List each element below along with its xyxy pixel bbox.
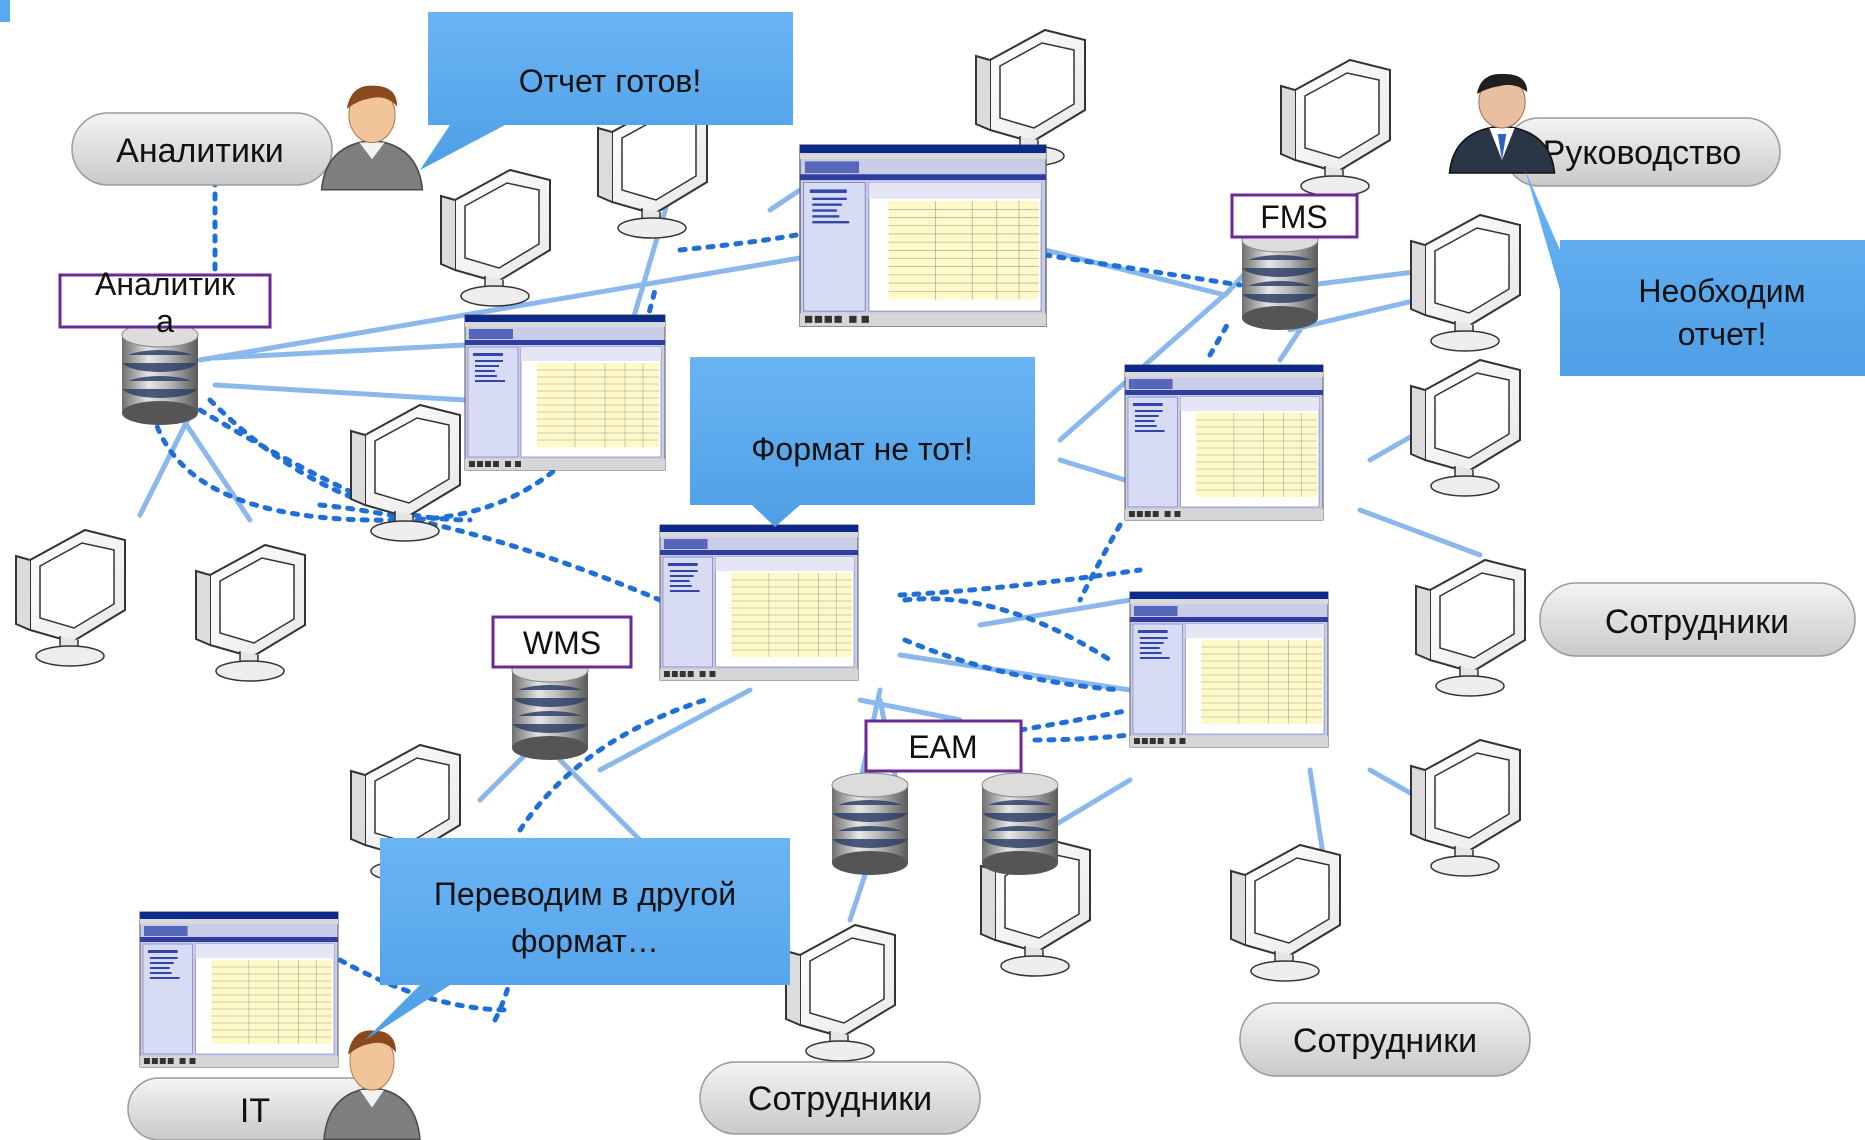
pill-analysts: Аналитики	[71, 112, 333, 186]
svg-text:WMS: WMS	[523, 625, 601, 661]
pill-employees-right: Сотрудники	[1539, 582, 1856, 657]
svg-text:Аналитики: Аналитики	[116, 132, 284, 170]
svg-text:формат…: формат…	[511, 923, 659, 959]
callout-report-needed: Необходим отчет!	[1525, 170, 1865, 376]
svg-text:Необходим: Необходим	[1638, 273, 1805, 309]
tag-fms: FMS	[1230, 193, 1359, 239]
svg-text:Сотрудники: Сотрудники	[1293, 1022, 1477, 1060]
corner-marker	[0, 0, 10, 22]
svg-text:Руководство: Руководство	[1543, 134, 1742, 172]
callout-report-ready: Отчет готов!	[420, 12, 793, 170]
tag-wms: WMS	[491, 615, 633, 669]
data-flow-links	[147, 177, 1243, 1023]
callout-convert-format: Переводим в другой формат…	[365, 838, 790, 1040]
database-eam-2	[981, 772, 1059, 876]
database-eam-1	[831, 772, 909, 876]
database-wms	[511, 657, 589, 761]
analyst-person-icon	[320, 84, 424, 191]
pill-it: IT	[127, 1077, 384, 1140]
pill-employees-bottom-right: Сотрудники	[1239, 1002, 1531, 1077]
svg-text:Формат не тот!: Формат не тот!	[751, 431, 973, 467]
pill-employees-bottom: Сотрудники	[699, 1061, 981, 1135]
svg-text:Сотрудники: Сотрудники	[748, 1080, 932, 1118]
tag-eam: EAM	[864, 719, 1023, 773]
svg-text:Аналитик: Аналитик	[95, 266, 236, 302]
svg-text:отчет!: отчет!	[1678, 316, 1767, 352]
database-fms	[1241, 227, 1319, 331]
callout-wrong-format: Формат не тот!	[690, 357, 1035, 527]
svg-text:Переводим в другой: Переводим в другой	[434, 876, 736, 912]
pill-management: Руководство	[1504, 117, 1781, 187]
svg-text:а: а	[156, 303, 174, 339]
svg-text:EAM: EAM	[908, 729, 977, 765]
svg-text:Отчет готов!: Отчет готов!	[519, 63, 702, 99]
svg-text:Сотрудники: Сотрудники	[1605, 603, 1789, 641]
tag-analytics: Аналитик а	[58, 266, 272, 339]
svg-text:IT: IT	[240, 1092, 270, 1130]
svg-text:FMS: FMS	[1260, 199, 1328, 235]
